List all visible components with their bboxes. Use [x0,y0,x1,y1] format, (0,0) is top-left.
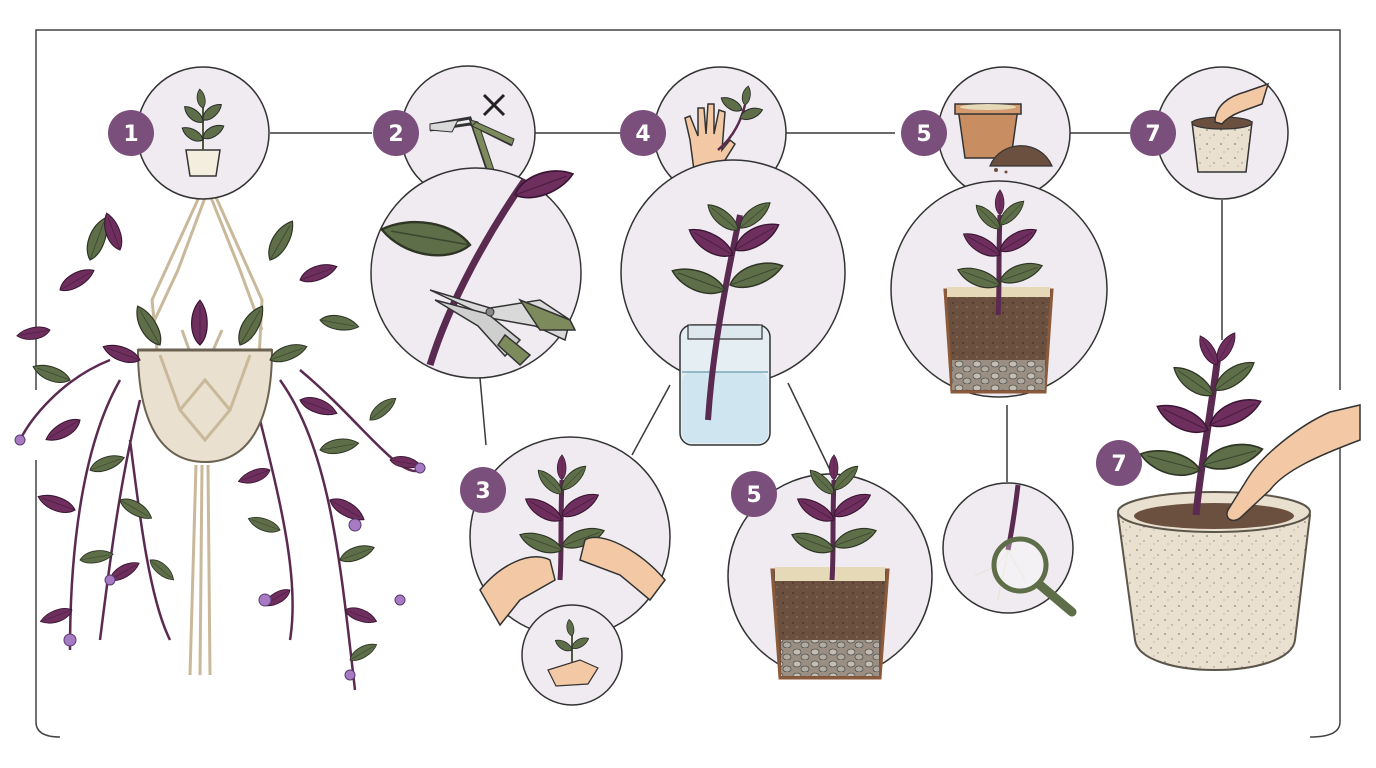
badge-step-1-label: 1 [123,122,138,147]
rooted-cutting-small-circle [521,604,623,706]
badge-step-2-label: 2 [388,122,403,147]
hand-planting-in-pot-icon [1191,82,1270,173]
removing-lower-leaves-circle [469,436,671,638]
badge-step-1: 1 [108,110,154,156]
small-potted-plant-icon [179,88,227,177]
cutting-stem-circle [370,162,582,379]
badge-remove-leaves: 3 [460,467,506,513]
frame-border [35,29,1341,738]
step-5-icon-circle [937,66,1071,200]
step-2-icon-circle [400,65,536,201]
badge-step-4-label: 4 [635,122,650,147]
root-inspection-circle [942,482,1077,617]
step-7-icon-circle [1155,66,1289,200]
x-mark-icon [482,93,506,117]
potted-cutting-circle [727,455,933,680]
connector-lines [270,132,1223,482]
magnifying-glass-icon [991,536,1077,617]
cutting-in-water-jar-circle [620,159,846,446]
badge-step-4: 4 [620,110,666,156]
hand-with-seedling-icon [547,618,599,687]
pruning-shears-icon [429,116,515,173]
badge-step-7-label: 7 [1145,122,1160,147]
badge-step-2: 2 [373,110,419,156]
final-planted-pot [1116,329,1361,671]
badge-final-pot-label: 7 [1111,452,1126,477]
hanging-tradescantia-plant [14,194,426,691]
badge-potted-cutting-label: 5 [746,483,761,508]
step-1-icon-circle [136,66,270,200]
planting-hand [1226,404,1361,522]
badge-potted-cutting: 5 [731,471,777,517]
badge-step-7: 7 [1130,110,1176,156]
badge-step-5: 5 [901,110,947,156]
badge-final-pot: 7 [1096,440,1142,486]
cutting-in-soil-pot-circle [890,180,1108,398]
water-jar [679,324,771,446]
badge-remove-leaves-label: 3 [475,479,490,504]
hand-holding-cutting-icon [684,84,765,179]
pot-and-soil-icon [954,103,1053,174]
badge-step-5-label: 5 [916,122,931,147]
pruning-shears [429,289,577,367]
